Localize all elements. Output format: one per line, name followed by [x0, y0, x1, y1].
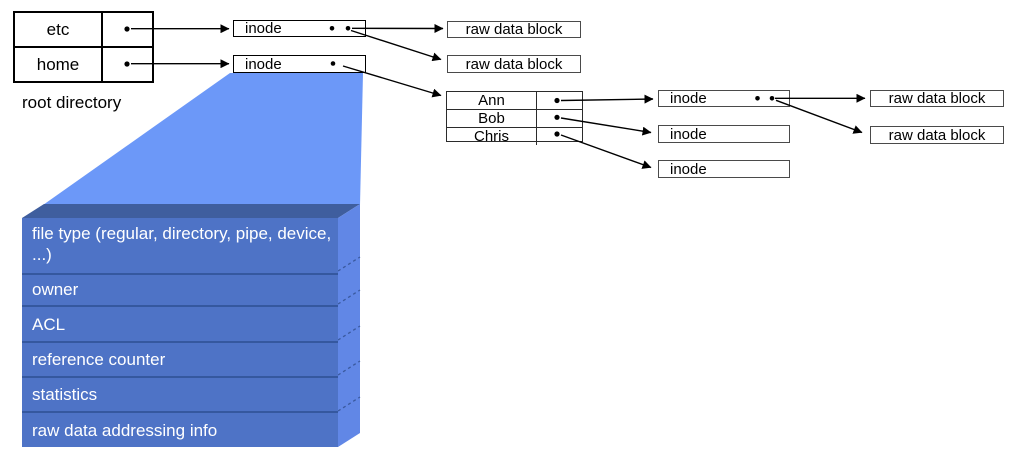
inode-label: inode — [245, 20, 282, 37]
entry-name-etc: etc — [15, 13, 103, 46]
pointer-dot-ann — [554, 97, 560, 104]
inode-box-ann: inode — [658, 90, 790, 107]
arrow-inode-ann-to-raw4 — [775, 99, 863, 134]
inode-label: inode — [670, 90, 707, 107]
pointer-dot-inode-etc-1 — [329, 26, 335, 31]
inode-detail-acl: ACL — [22, 305, 338, 342]
raw-data-block-label: raw data block — [888, 126, 986, 144]
entry-name-ann: Ann — [447, 92, 537, 109]
inode-box-bob: inode — [658, 125, 790, 143]
inode-detail-owner: owner — [22, 272, 338, 306]
root-directory-caption: root directory — [22, 93, 122, 112]
inode-label: inode — [245, 55, 282, 73]
entry-name-home: home — [15, 48, 103, 81]
table-row-ann: Ann — [447, 92, 582, 109]
raw-data-block-1: raw data block — [447, 21, 581, 38]
pointer-dots — [124, 26, 775, 137]
home-directory-table: Ann Bob Chris — [446, 91, 583, 145]
inode-details-stack: file type (regular, directory, pipe, dev… — [22, 218, 338, 447]
inode-detail-raw-data-addressing: raw data addressing info — [22, 411, 338, 447]
pointer-dot-home — [124, 61, 130, 67]
entry-name-bob: Bob — [447, 110, 537, 127]
inode-detail-reference-counter: reference counter — [22, 341, 338, 376]
entry-name-chris: Chris — [447, 128, 537, 145]
inode-label: inode — [670, 125, 707, 143]
table-row-etc: etc — [15, 13, 152, 46]
pointer-dot-inode-ann-1 — [755, 96, 760, 101]
zoom-funnel-shape — [43, 73, 363, 205]
pointer-dot-inode-ann-2 — [769, 96, 775, 101]
table-row-chris: Chris — [447, 127, 582, 145]
inode-box-etc: inode — [233, 20, 366, 37]
raw-data-block-label: raw data block — [465, 21, 563, 38]
arrow-inode-etc-to-raw2 — [350, 29, 442, 62]
inode-detail-file-type: file type (regular, directory, pipe, dev… — [22, 218, 338, 273]
arrow-chris-to-inode — [560, 134, 652, 169]
pointer-dot-etc — [124, 26, 130, 32]
table-row-bob: Bob — [447, 109, 582, 127]
inode-box-chris: inode — [658, 160, 790, 178]
inode-label: inode — [670, 160, 707, 178]
raw-data-block-3: raw data block — [870, 90, 1004, 107]
raw-data-block-2: raw data block — [447, 55, 581, 73]
pointer-dot-chris — [554, 131, 560, 137]
root-directory-table: etc home — [13, 11, 154, 83]
table-row-home: home — [15, 46, 152, 81]
pointer-dot-inode-etc-2 — [345, 26, 351, 31]
raw-data-block-label: raw data block — [465, 55, 563, 73]
arrow-inode-home-to-home-table — [342, 65, 442, 98]
raw-data-block-4: raw data block — [870, 126, 1004, 144]
pointer-dot-bob — [554, 114, 560, 120]
slab-top-face — [22, 204, 360, 218]
arrow-bob-to-inode — [560, 117, 652, 136]
pointer-lines — [131, 23, 866, 169]
slab-right-face — [338, 204, 360, 447]
pointer-dot-inode-home — [330, 61, 336, 66]
slab-side-separators — [337, 256, 361, 412]
arrow-ann-to-inode — [560, 94, 654, 104]
raw-data-block-label: raw data block — [888, 90, 986, 107]
inode-detail-statistics: statistics — [22, 375, 338, 412]
inode-box-home: inode — [233, 55, 366, 73]
